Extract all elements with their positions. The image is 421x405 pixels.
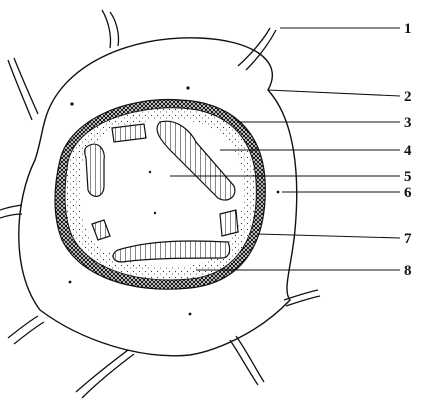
- xylem-bundle: [220, 210, 238, 236]
- label-4: 4: [404, 143, 412, 159]
- label-1: 1: [404, 21, 412, 37]
- label-2: 2: [404, 89, 412, 105]
- leader-line-2: [268, 90, 400, 96]
- label-7: 7: [404, 231, 412, 247]
- label-8: 8: [404, 263, 412, 279]
- label-5: 5: [404, 169, 412, 185]
- labels: 1 2 3 4 5 6 7 8: [404, 21, 412, 279]
- label-3: 3: [404, 115, 412, 131]
- label-6: 6: [404, 185, 412, 201]
- xylem-bundle: [85, 144, 105, 196]
